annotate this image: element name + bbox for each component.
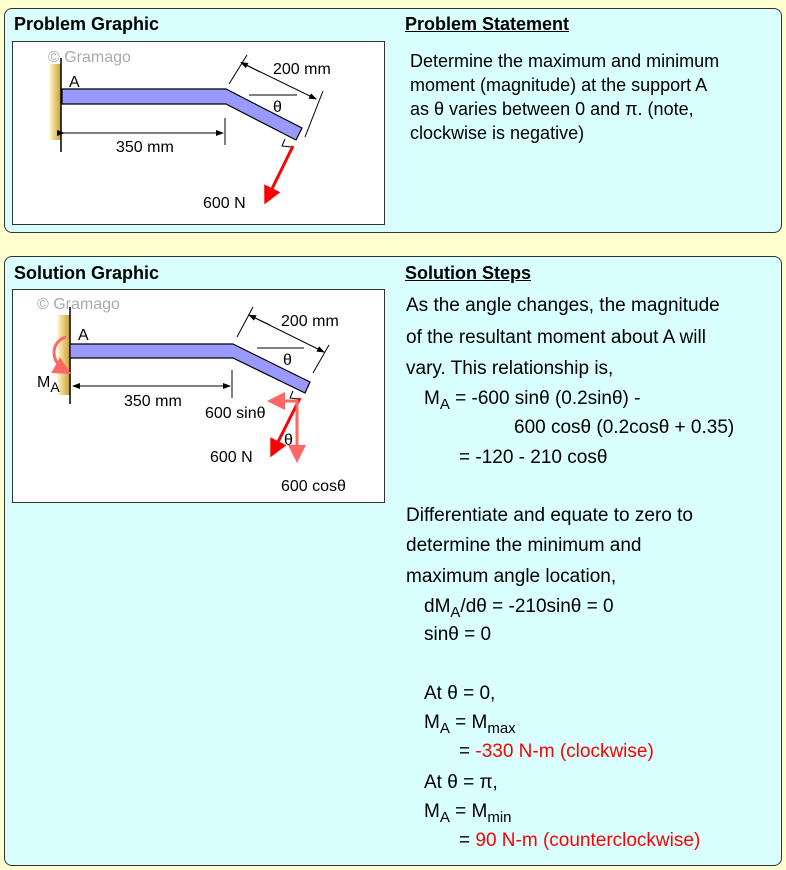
dim-350-label: 350 mm bbox=[124, 393, 182, 410]
max-subscript: max bbox=[487, 720, 516, 737]
dim-200-label: 200 mm bbox=[281, 313, 339, 330]
max-value: -330 N-m (clockwise) bbox=[475, 741, 654, 762]
step-line: At θ = π, bbox=[424, 772, 498, 793]
equation-line: MA = Mmin bbox=[424, 801, 512, 826]
dim-200-tick-2 bbox=[304, 90, 323, 137]
problem-graphic: © Gramago A 350 mm 200 mm θ 600 N bbox=[12, 41, 385, 225]
equation-line: MA = -600 sinθ (0.2sinθ) - bbox=[424, 388, 641, 413]
min-value: 90 N-m (counterclockwise) bbox=[475, 830, 701, 851]
right-angle-mark bbox=[288, 390, 299, 399]
eq-part: dM bbox=[424, 596, 451, 617]
problem-graphic-title: Problem Graphic bbox=[14, 14, 160, 34]
max-result: = -330 N-m (clockwise) bbox=[459, 741, 654, 763]
moment-label: MA bbox=[37, 374, 60, 395]
watermark: © Gramago bbox=[37, 296, 120, 313]
step-line: of the resultant moment about A will bbox=[406, 327, 706, 348]
min-result: = 90 N-m (counterclockwise) bbox=[459, 830, 700, 852]
dim-200-arrow-start bbox=[239, 61, 260, 72]
m-symbol: M bbox=[424, 801, 440, 822]
equation-line: 600 cosθ (0.2cosθ + 0.35) bbox=[514, 417, 735, 438]
angle-label: θ bbox=[273, 99, 282, 116]
point-a-label: A bbox=[69, 74, 80, 91]
wall-support bbox=[49, 63, 61, 140]
solution-steps-title: Solution Steps bbox=[405, 263, 531, 283]
statement-line: as θ varies between 0 and π. (note, bbox=[410, 99, 694, 119]
step-line: As the angle changes, the magnitude bbox=[406, 295, 720, 316]
point-a-label: A bbox=[78, 327, 89, 344]
problem-statement-title: Problem Statement bbox=[405, 14, 570, 34]
watermark: © Gramago bbox=[48, 49, 131, 66]
dim-200-tick-1 bbox=[236, 306, 253, 337]
solution-graphic-title: Solution Graphic bbox=[14, 263, 160, 283]
statement-line: clockwise is negative) bbox=[410, 123, 585, 143]
eq-part: = bbox=[459, 741, 476, 762]
step-line: vary. This relationship is, bbox=[406, 358, 614, 379]
step-line: Differentiate and equate to zero to bbox=[406, 505, 693, 526]
eq-part: = M bbox=[449, 712, 488, 733]
m-subscript: A bbox=[450, 604, 461, 621]
moment-label-sub: A bbox=[50, 379, 60, 395]
derivative-line: dMA/dθ = -210sinθ = 0 bbox=[424, 596, 614, 621]
m-subscript: A bbox=[439, 720, 450, 737]
angle-label-2: θ bbox=[284, 432, 293, 449]
force-label: 600 N bbox=[210, 449, 253, 466]
beam bbox=[60, 87, 303, 141]
dim-200-arrow-start bbox=[247, 314, 270, 325]
eq-part: = bbox=[459, 830, 476, 851]
m-symbol: M bbox=[424, 388, 440, 409]
cos-component-label: 600 cosθ bbox=[281, 478, 346, 495]
force-arrow bbox=[263, 144, 294, 204]
eq-part: = -600 sinθ (0.2sinθ) - bbox=[449, 388, 641, 409]
dim-350-label: 350 mm bbox=[116, 139, 174, 156]
m-subscript: A bbox=[439, 809, 450, 826]
equation-line: = -120 - 210 cosθ bbox=[459, 447, 608, 468]
step-line: At θ = 0, bbox=[424, 683, 496, 704]
min-subscript: min bbox=[487, 809, 512, 826]
m-symbol: M bbox=[424, 712, 440, 733]
solution-panel bbox=[4, 256, 782, 866]
eq-part: = M bbox=[449, 801, 488, 822]
moment-label-m: M bbox=[37, 374, 50, 391]
angle-label: θ bbox=[283, 352, 292, 369]
step-line: maximum angle location, bbox=[406, 566, 617, 587]
sin-component-label: 600 sinθ bbox=[205, 405, 266, 422]
m-subscript: A bbox=[439, 396, 450, 413]
statement-line: moment (magnitude) at the support A bbox=[410, 75, 708, 95]
solution-graphic: © Gramago A MA 350 mm 200 mm θ 600 sinθ … bbox=[12, 289, 385, 503]
moment-arrow bbox=[50, 335, 71, 374]
dim-200-label: 200 mm bbox=[273, 61, 331, 78]
step-line: determine the minimum and bbox=[406, 535, 642, 556]
force-label: 600 N bbox=[203, 195, 246, 212]
statement-line: Determine the maximum and minimum bbox=[410, 51, 720, 71]
wall-support bbox=[57, 314, 70, 395]
dim-200-tick-2 bbox=[312, 344, 329, 373]
equation-line: sinθ = 0 bbox=[424, 624, 492, 645]
equation-line: MA = Mmax bbox=[424, 712, 516, 737]
eq-part: /dθ = -210sinθ = 0 bbox=[460, 596, 614, 617]
dim-200-tick-1 bbox=[228, 54, 247, 84]
right-angle-mark bbox=[280, 138, 291, 147]
